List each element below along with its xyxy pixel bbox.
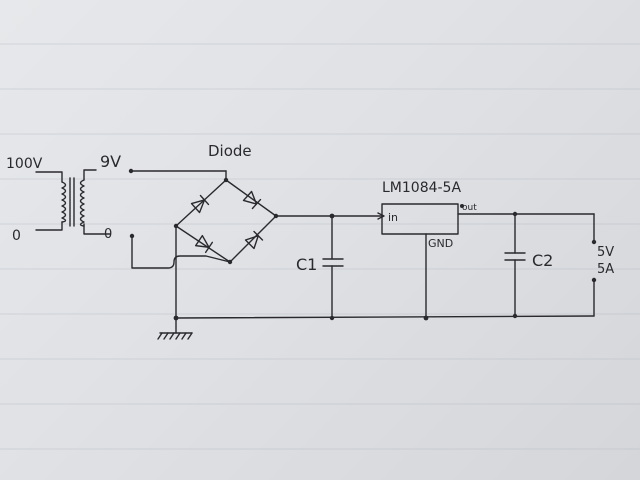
transformer xyxy=(35,169,111,235)
bridge-outline xyxy=(175,179,277,263)
primary-bottom-wire xyxy=(35,221,63,231)
label-cap2: C2 xyxy=(532,251,553,270)
primary-top-wire xyxy=(35,171,63,183)
label-input-voltage: 100V xyxy=(6,156,43,172)
regulator-lm1084 xyxy=(381,203,459,319)
ground-rail xyxy=(173,225,595,321)
label-cap1: C1 xyxy=(296,255,317,274)
bridge-top-node xyxy=(223,177,229,183)
ac-input-wiring xyxy=(128,168,231,269)
ground-wire xyxy=(175,315,595,319)
diode-1 xyxy=(190,194,210,214)
diode-bridge xyxy=(173,177,279,265)
secondary-bottom-wire xyxy=(83,223,111,235)
diode-2 xyxy=(242,190,262,210)
output-terminal-positive xyxy=(591,239,597,245)
ground-node-3 xyxy=(423,315,429,321)
ground-symbol-icon xyxy=(157,317,193,340)
reg-in-arrow xyxy=(377,212,385,220)
capacitor-c1 xyxy=(322,215,344,319)
label-out-voltage: 5V xyxy=(597,245,614,260)
ground-node-4 xyxy=(512,313,518,319)
label-reg-in: in xyxy=(388,211,398,224)
label-reg-gnd: GND xyxy=(428,237,453,250)
diode-4 xyxy=(244,230,264,250)
primary-coil xyxy=(61,181,67,223)
label-secondary-zero: 0 xyxy=(104,227,112,242)
label-secondary-voltage: 9V xyxy=(100,152,121,171)
bridge-bottom-node xyxy=(227,259,233,265)
ac-top-terminal xyxy=(128,168,134,174)
output-rail xyxy=(457,204,597,317)
dc-positive-rail xyxy=(275,212,385,220)
label-bridge: Diode xyxy=(208,142,252,160)
ac-bottom-wire xyxy=(131,235,231,269)
label-regulator: LM1084-5A xyxy=(382,180,461,196)
out-node xyxy=(460,204,464,208)
capacitor-c2 xyxy=(504,213,526,317)
label-primary-zero: 0 xyxy=(12,228,21,244)
diode-3 xyxy=(194,234,214,254)
ground-node-2 xyxy=(329,315,335,321)
secondary-coil xyxy=(79,179,85,227)
output-terminal-negative xyxy=(591,277,597,283)
regulator-box xyxy=(381,203,459,235)
label-out-current: 5A xyxy=(597,262,614,277)
label-reg-out: out xyxy=(462,203,477,213)
secondary-top-wire xyxy=(83,169,97,181)
